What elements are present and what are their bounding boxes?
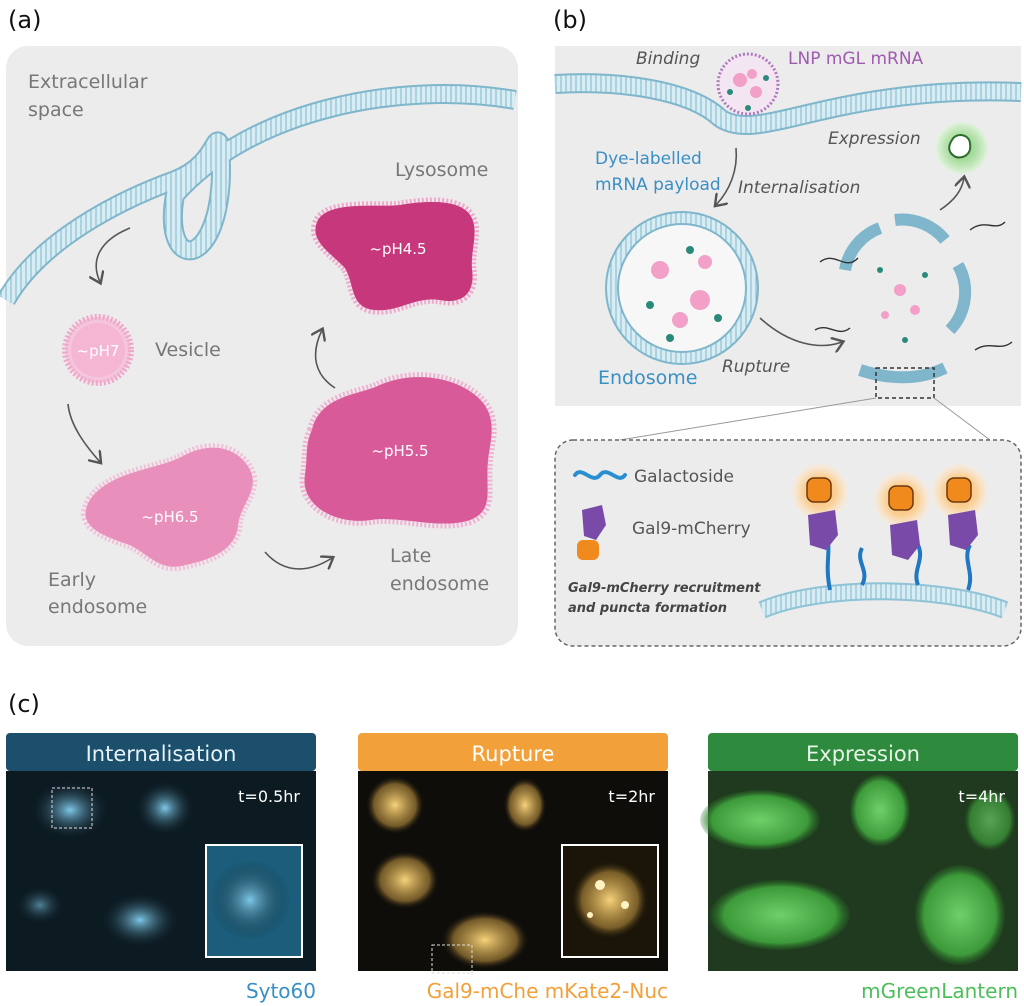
endosome-shape <box>605 211 759 365</box>
panel-c-letter: (c) <box>8 690 40 718</box>
panel-c-time-1: t=0.5hr <box>238 787 300 806</box>
gal9-label: Gal9-mCherry <box>632 519 751 539</box>
panel-c-header-1 <box>6 733 316 771</box>
panel-c-time-3: t=4hr <box>958 787 1005 806</box>
lnp-label: LNP mGL mRNA <box>788 49 924 69</box>
rupture-label: Rupture <box>722 357 790 377</box>
ruptured-endosome <box>814 213 1013 384</box>
early-endosome-label-1: Early <box>48 569 96 591</box>
extracellular-label-1: Extracellular <box>28 71 148 93</box>
late-endosome-label-2: endosome <box>390 573 489 595</box>
arrow-to-late <box>264 551 332 569</box>
panel-a-letter: (a) <box>8 6 41 34</box>
panel-c-label-2: Gal9-mChe mKate2-Nuc <box>427 979 668 1003</box>
panel-c-label-1: Syto60 <box>246 979 316 1003</box>
arrow-rupture <box>759 317 842 345</box>
panel-c-header-2 <box>358 733 668 771</box>
galactoside-label: Galactoside <box>634 467 734 487</box>
zoom-box <box>875 367 935 399</box>
binding-label: Binding <box>636 49 700 69</box>
early-endosome-label-2: endosome <box>48 596 147 618</box>
internalisation-label: Internalisation <box>738 178 860 198</box>
early-endosome-ph: ~pH6.5 <box>141 508 198 526</box>
payload-label-2: mRNA payload <box>595 175 721 195</box>
caption-line-2: and puncta formation <box>568 601 727 616</box>
gal9-complexes <box>792 464 988 591</box>
panel-c-time-2: t=2hr <box>608 787 655 806</box>
arrow-expression <box>939 178 964 211</box>
lysosome-ph: ~pH4.5 <box>369 240 426 258</box>
panel-c-title-1: Internalisation <box>86 742 237 766</box>
galactoside-icon <box>573 470 627 480</box>
zoom-line-left <box>619 397 877 441</box>
zoom-line-right <box>933 397 991 441</box>
late-endosome-ph: ~pH5.5 <box>371 442 428 460</box>
arrow-to-lysosome <box>316 330 336 389</box>
panel-b-letter: (b) <box>553 6 587 34</box>
endosome-label: Endosome <box>598 367 697 389</box>
arrow-to-vesicle <box>96 227 131 282</box>
panel-c-label-3: mGreenLantern <box>861 979 1018 1003</box>
caption-line-1: Gal9-mCherry recruitment <box>568 581 761 596</box>
vesicle-ph: ~pH7 <box>77 342 120 360</box>
micrograph-rupture: Rupture t=2hr <box>358 733 668 974</box>
vesicle-label: Vesicle <box>155 339 221 361</box>
lysosome-label: Lysosome <box>395 159 488 181</box>
arrow-internalisation <box>716 147 738 205</box>
panel-c-header-3 <box>708 733 1018 771</box>
late-endosome-label-1: Late <box>390 545 431 567</box>
gal9-icon <box>577 505 606 560</box>
payload-label-1: Dye-labelled <box>595 149 702 169</box>
panel-c-title-2: Rupture <box>472 742 555 766</box>
lnp-particle <box>716 52 780 116</box>
expression-label: Expression <box>828 129 921 149</box>
panel-c-title-3: Expression <box>806 742 920 766</box>
arrow-to-early <box>67 403 100 462</box>
extracellular-label-2: space <box>28 99 84 121</box>
micrograph-expression: Expression t=4hr <box>700 733 1018 971</box>
micrograph-internalisation: Internalisation t=0.5hr <box>6 733 316 971</box>
